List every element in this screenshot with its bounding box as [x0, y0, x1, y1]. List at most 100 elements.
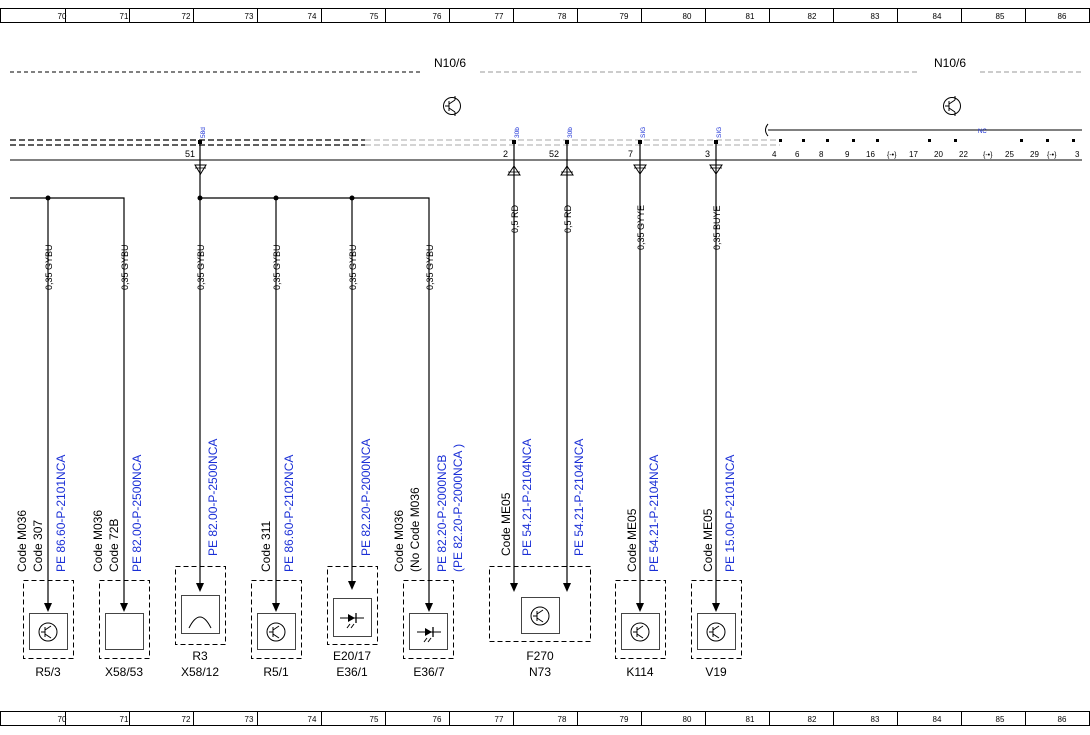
ruler-number-70: 70 [58, 12, 67, 21]
arrow-down-icon [712, 603, 720, 612]
ruler-number-82: 82 [808, 715, 817, 724]
component-name: N73 [529, 665, 551, 679]
ruler-number-78: 78 [558, 12, 567, 21]
component-name: R3 [192, 649, 208, 663]
pin-number: 17 [909, 150, 918, 159]
led-icon [340, 613, 364, 629]
pin-number: 20 [934, 150, 943, 159]
wire-spec: 0,35 BUYE [712, 205, 722, 250]
component-name: X58/12 [181, 665, 219, 679]
module-label: N10/6 [434, 56, 466, 70]
pin-marker [826, 139, 829, 142]
pin-marker [779, 139, 782, 142]
component-symbol [29, 613, 68, 650]
pin-marker [928, 139, 931, 142]
component-code: Code ME05 [499, 492, 513, 556]
arrow-down-icon [120, 603, 128, 612]
pin-marker [802, 139, 805, 142]
pin-3: 3 SIG [705, 127, 723, 159]
wire-spec: 0,35 GYBU [348, 244, 358, 290]
component-reference-link[interactable]: PE 86.60-P-2101NCA [54, 455, 68, 572]
component-name: F270 [526, 649, 554, 663]
ruler-number-73: 73 [245, 715, 254, 724]
transistor-icon [530, 606, 550, 626]
ruler-number-82: 82 [808, 12, 817, 21]
component-r3: PE 82.00-P-2500NCA R3 X58/12 [175, 439, 226, 679]
component-reference-link[interactable]: PE 82.20-P-2000NCB [435, 455, 449, 572]
ruler-number-72: 72 [182, 12, 191, 21]
ruler-number-76: 76 [433, 715, 442, 724]
module-n10-6: N10/6 N10/6 NC [10, 56, 1082, 161]
component-reference-link[interactable]: PE 82.20-P-2000NCA [359, 439, 373, 556]
ruler-number-77: 77 [495, 715, 504, 724]
component-name: E36/1 [336, 665, 368, 679]
component-r5-1: Code 311 PE 86.60-P-2102NCA R5/1 [251, 455, 302, 679]
ruler-number-79: 79 [620, 12, 629, 21]
component-reference-link[interactable]: PE 82.00-P-2500NCA [206, 439, 220, 556]
junction-dot [197, 195, 203, 201]
ruler-number-85: 85 [996, 715, 1005, 724]
ruler-number-70: 70 [58, 715, 67, 724]
ruler-number-84: 84 [933, 12, 942, 21]
pin-number: 52 [549, 149, 559, 159]
component-symbol [257, 613, 296, 650]
component-name: X58/53 [105, 665, 143, 679]
pin-number: 6 [795, 150, 800, 159]
pin-signal: 30b [514, 127, 521, 138]
connector-symbol [105, 613, 144, 650]
junction-dot [349, 195, 355, 201]
transistor-icon [266, 622, 286, 642]
junction-dot [45, 195, 51, 201]
pin-52: 52 30b [549, 127, 574, 159]
arrow-down-icon [44, 603, 52, 612]
component-symbol [697, 613, 736, 650]
ruler-number-78: 78 [558, 715, 567, 724]
component-code: Code ME05 [625, 508, 639, 572]
bottom-ruler: 70 71 72 73 74 75 76 77 78 79 80 81 82 8… [0, 711, 1090, 726]
component-v19: Code ME05 PE 15.00-P-2101NCA V19 [691, 455, 742, 679]
component-name: E36/7 [413, 665, 445, 679]
component-name: K114 [626, 665, 653, 679]
wire-spec: 0,35 GYBU [120, 244, 130, 290]
ruler-number-74: 74 [308, 715, 317, 724]
jumper-symbol: {-•} [983, 152, 993, 159]
component-k114: Code ME05 PE 54.21-P-2104NCA K114 [615, 455, 666, 679]
ruler-number-85: 85 [996, 12, 1005, 21]
component-reference-link[interactable]: PE 54.21-P-2104NCA [647, 455, 661, 572]
component-name: R5/1 [263, 665, 289, 679]
led-icon [417, 627, 441, 643]
component-code: Code M036 [15, 510, 29, 572]
component-reference-link[interactable]: PE 54.21-P-2104NCA [520, 439, 534, 556]
pin-signal: SIG [716, 127, 723, 138]
arrow-down-icon [510, 583, 518, 592]
wire-arrowheads [44, 581, 720, 612]
ruler-number-76: 76 [433, 12, 442, 21]
ruler-number-80: 80 [683, 715, 692, 724]
component-reference-link[interactable]: (PE 82.20-P-2000NCA ) [451, 444, 465, 572]
transistor-icon [943, 96, 961, 116]
arrow-down-icon [563, 583, 571, 592]
pin-number: 8 [819, 150, 824, 159]
ruler-number-74: 74 [308, 12, 317, 21]
ruler-number-71: 71 [120, 12, 129, 21]
component-reference-link[interactable]: PE 15.00-P-2101NCA [723, 455, 737, 572]
component-reference-link[interactable]: PE 86.60-P-2102NCA [282, 455, 296, 572]
ruler-number-75: 75 [370, 715, 379, 724]
component-box [175, 566, 226, 645]
transistor-icon [38, 622, 58, 642]
jumper-symbol: {-•} [1047, 152, 1057, 159]
component-n73: Code ME05 PE 54.21-P-2104NCA PE 54.21-P-… [489, 439, 591, 679]
component-reference-link[interactable]: PE 82.00-P-2500NCA [130, 455, 144, 572]
arrow-down-icon [425, 603, 433, 612]
component-reference-link[interactable]: PE 54.21-P-2104NCA [572, 439, 586, 556]
component-symbol [181, 595, 220, 634]
pin-marker [876, 139, 879, 142]
component-box [403, 580, 454, 659]
ruler-number-86: 86 [1058, 715, 1067, 724]
component-code: (No Code M036 [408, 487, 422, 572]
wire-spec: 0,35 GYBU [196, 244, 206, 290]
component-name: E20/17 [333, 649, 371, 663]
component-symbol [521, 597, 560, 634]
socket-icon [188, 616, 212, 629]
